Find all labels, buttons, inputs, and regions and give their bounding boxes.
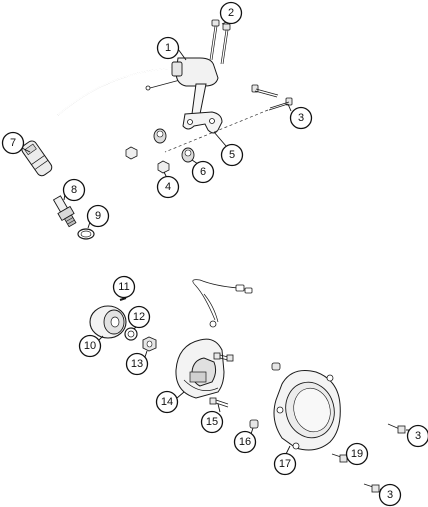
ignition-coil	[175, 57, 219, 87]
callout-4: 4	[156, 175, 180, 199]
svg-text:15: 15	[206, 416, 218, 428]
callout-5: 5	[220, 143, 244, 167]
callout-14: 14	[155, 390, 179, 414]
svg-text:3: 3	[298, 112, 304, 124]
rubber-bushings	[153, 128, 195, 163]
svg-text:1: 1	[165, 42, 171, 54]
svg-text:10: 10	[84, 340, 96, 352]
stator	[175, 279, 253, 399]
callout-3-upper: 3	[289, 106, 313, 130]
generator-cover	[273, 370, 341, 451]
svg-text:6: 6	[200, 166, 206, 178]
rotor	[89, 305, 127, 339]
svg-text:2: 2	[228, 7, 234, 19]
svg-text:8: 8	[71, 184, 77, 196]
sealing-ring	[77, 228, 95, 240]
svg-text:11: 11	[118, 281, 129, 293]
callout-2: 2	[219, 1, 243, 25]
callout-15: 15	[200, 410, 224, 434]
washer	[124, 327, 138, 341]
spark-plug-connector	[21, 140, 53, 177]
svg-text:13: 13	[131, 358, 143, 370]
ignition-coil-assembly	[57, 19, 293, 174]
coil-wire	[149, 79, 181, 89]
bracket-bolts	[164, 84, 293, 153]
callout-11: 11	[112, 275, 136, 299]
svg-text:3: 3	[415, 430, 421, 442]
callout-3-bottom: 3	[378, 483, 402, 507]
spark-plug	[52, 195, 77, 228]
svg-text:5: 5	[229, 149, 235, 161]
stator-screws	[209, 352, 234, 408]
callout-19: 19	[345, 442, 369, 466]
callout-1: 1	[156, 36, 180, 60]
callout-3-right: 3	[406, 424, 428, 448]
callout-7: 7	[1, 131, 25, 155]
callout-9: 9	[86, 204, 110, 228]
svg-text:7: 7	[10, 137, 16, 149]
svg-text:17: 17	[279, 458, 291, 470]
ht-lead	[57, 67, 179, 116]
svg-text:9: 9	[95, 210, 101, 222]
svg-text:3: 3	[387, 489, 393, 501]
cover-bolts	[331, 423, 406, 493]
callout-12: 12	[127, 305, 151, 329]
svg-text:12: 12	[133, 311, 145, 323]
svg-text:19: 19	[351, 448, 363, 460]
nuts	[125, 146, 170, 174]
svg-text:4: 4	[165, 181, 171, 193]
callout-13: 13	[125, 352, 149, 376]
callout-10: 10	[78, 334, 102, 358]
svg-text:14: 14	[161, 396, 173, 408]
coil-screws	[209, 19, 231, 65]
coil-bracket	[182, 111, 223, 134]
coil-bracket-upright	[191, 83, 207, 115]
callout-6: 6	[191, 160, 215, 184]
callout-17: 17	[273, 452, 297, 476]
callout-16: 16	[233, 430, 257, 454]
callout-8: 8	[62, 178, 86, 202]
dowel-pin	[249, 419, 259, 429]
svg-text:16: 16	[239, 436, 251, 448]
